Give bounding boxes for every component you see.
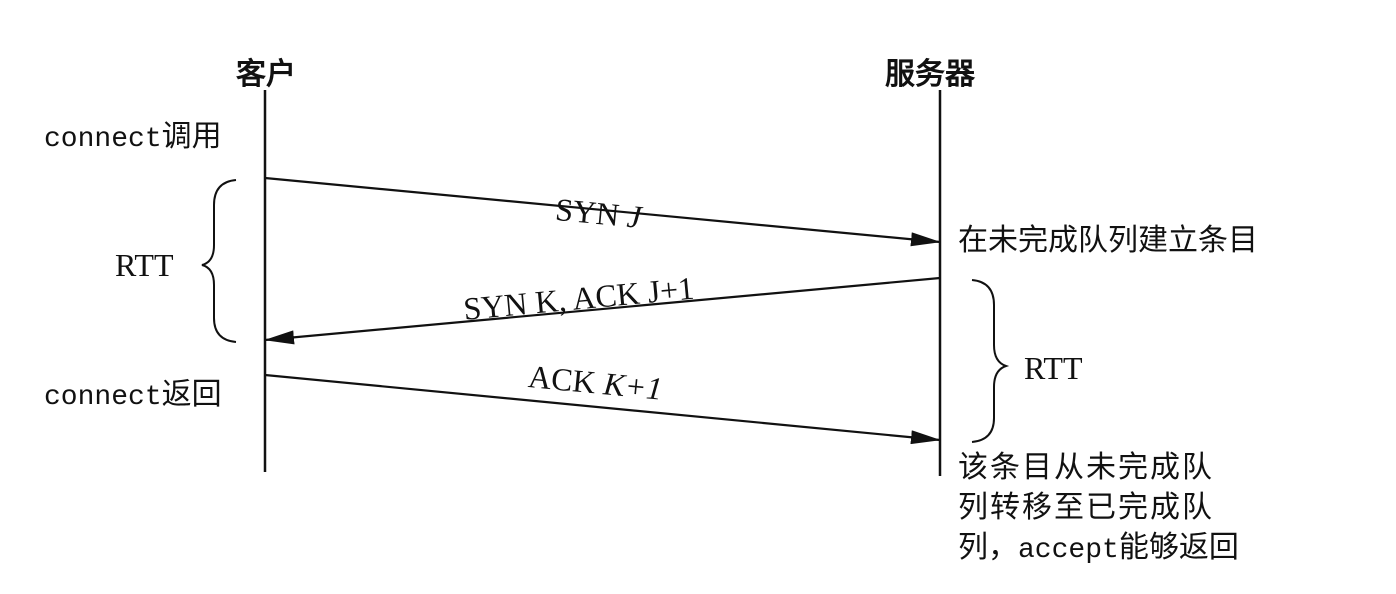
connect-call-note: connect调用 — [44, 122, 222, 154]
connect-return-fn: connect — [44, 382, 162, 413]
move-note-line3-suffix: 能够返回 — [1118, 530, 1239, 565]
move-note-line2: 列转移至已完成队 — [958, 490, 1214, 525]
syn-arrow — [264, 176, 941, 247]
incomplete-queue-note: 在未完成队列建立条目 — [958, 223, 1258, 258]
ack-arrow — [264, 373, 941, 445]
client-label: 客户 — [236, 57, 296, 92]
ack-label-prefix: ACK — [526, 358, 606, 402]
server-label: 服务器 — [885, 57, 975, 92]
syn-label-prefix: SYN — [553, 191, 629, 234]
syn-ack-arrow — [264, 276, 941, 345]
move-note-line3: 列，accept能够返回 — [958, 533, 1239, 565]
connect-call-fn: connect — [44, 124, 162, 155]
right-rtt-label: RTT — [1024, 350, 1083, 386]
connect-call-suffix: 调用 — [161, 119, 222, 154]
ack-label-seq: K+1 — [601, 365, 665, 407]
connect-return-suffix: 返回 — [161, 377, 222, 412]
left-rtt-label: RTT — [115, 247, 174, 283]
left-rtt-brace — [201, 179, 237, 343]
move-note-line3-prefix: 列， — [958, 530, 1018, 565]
move-note-line1: 该条目从未完成队 — [958, 450, 1214, 485]
accept-fn: accept — [1018, 535, 1119, 566]
right-rtt-brace — [971, 279, 1010, 443]
syn-label: SYN J — [553, 191, 643, 235]
connect-return-note: connect返回 — [44, 380, 222, 412]
